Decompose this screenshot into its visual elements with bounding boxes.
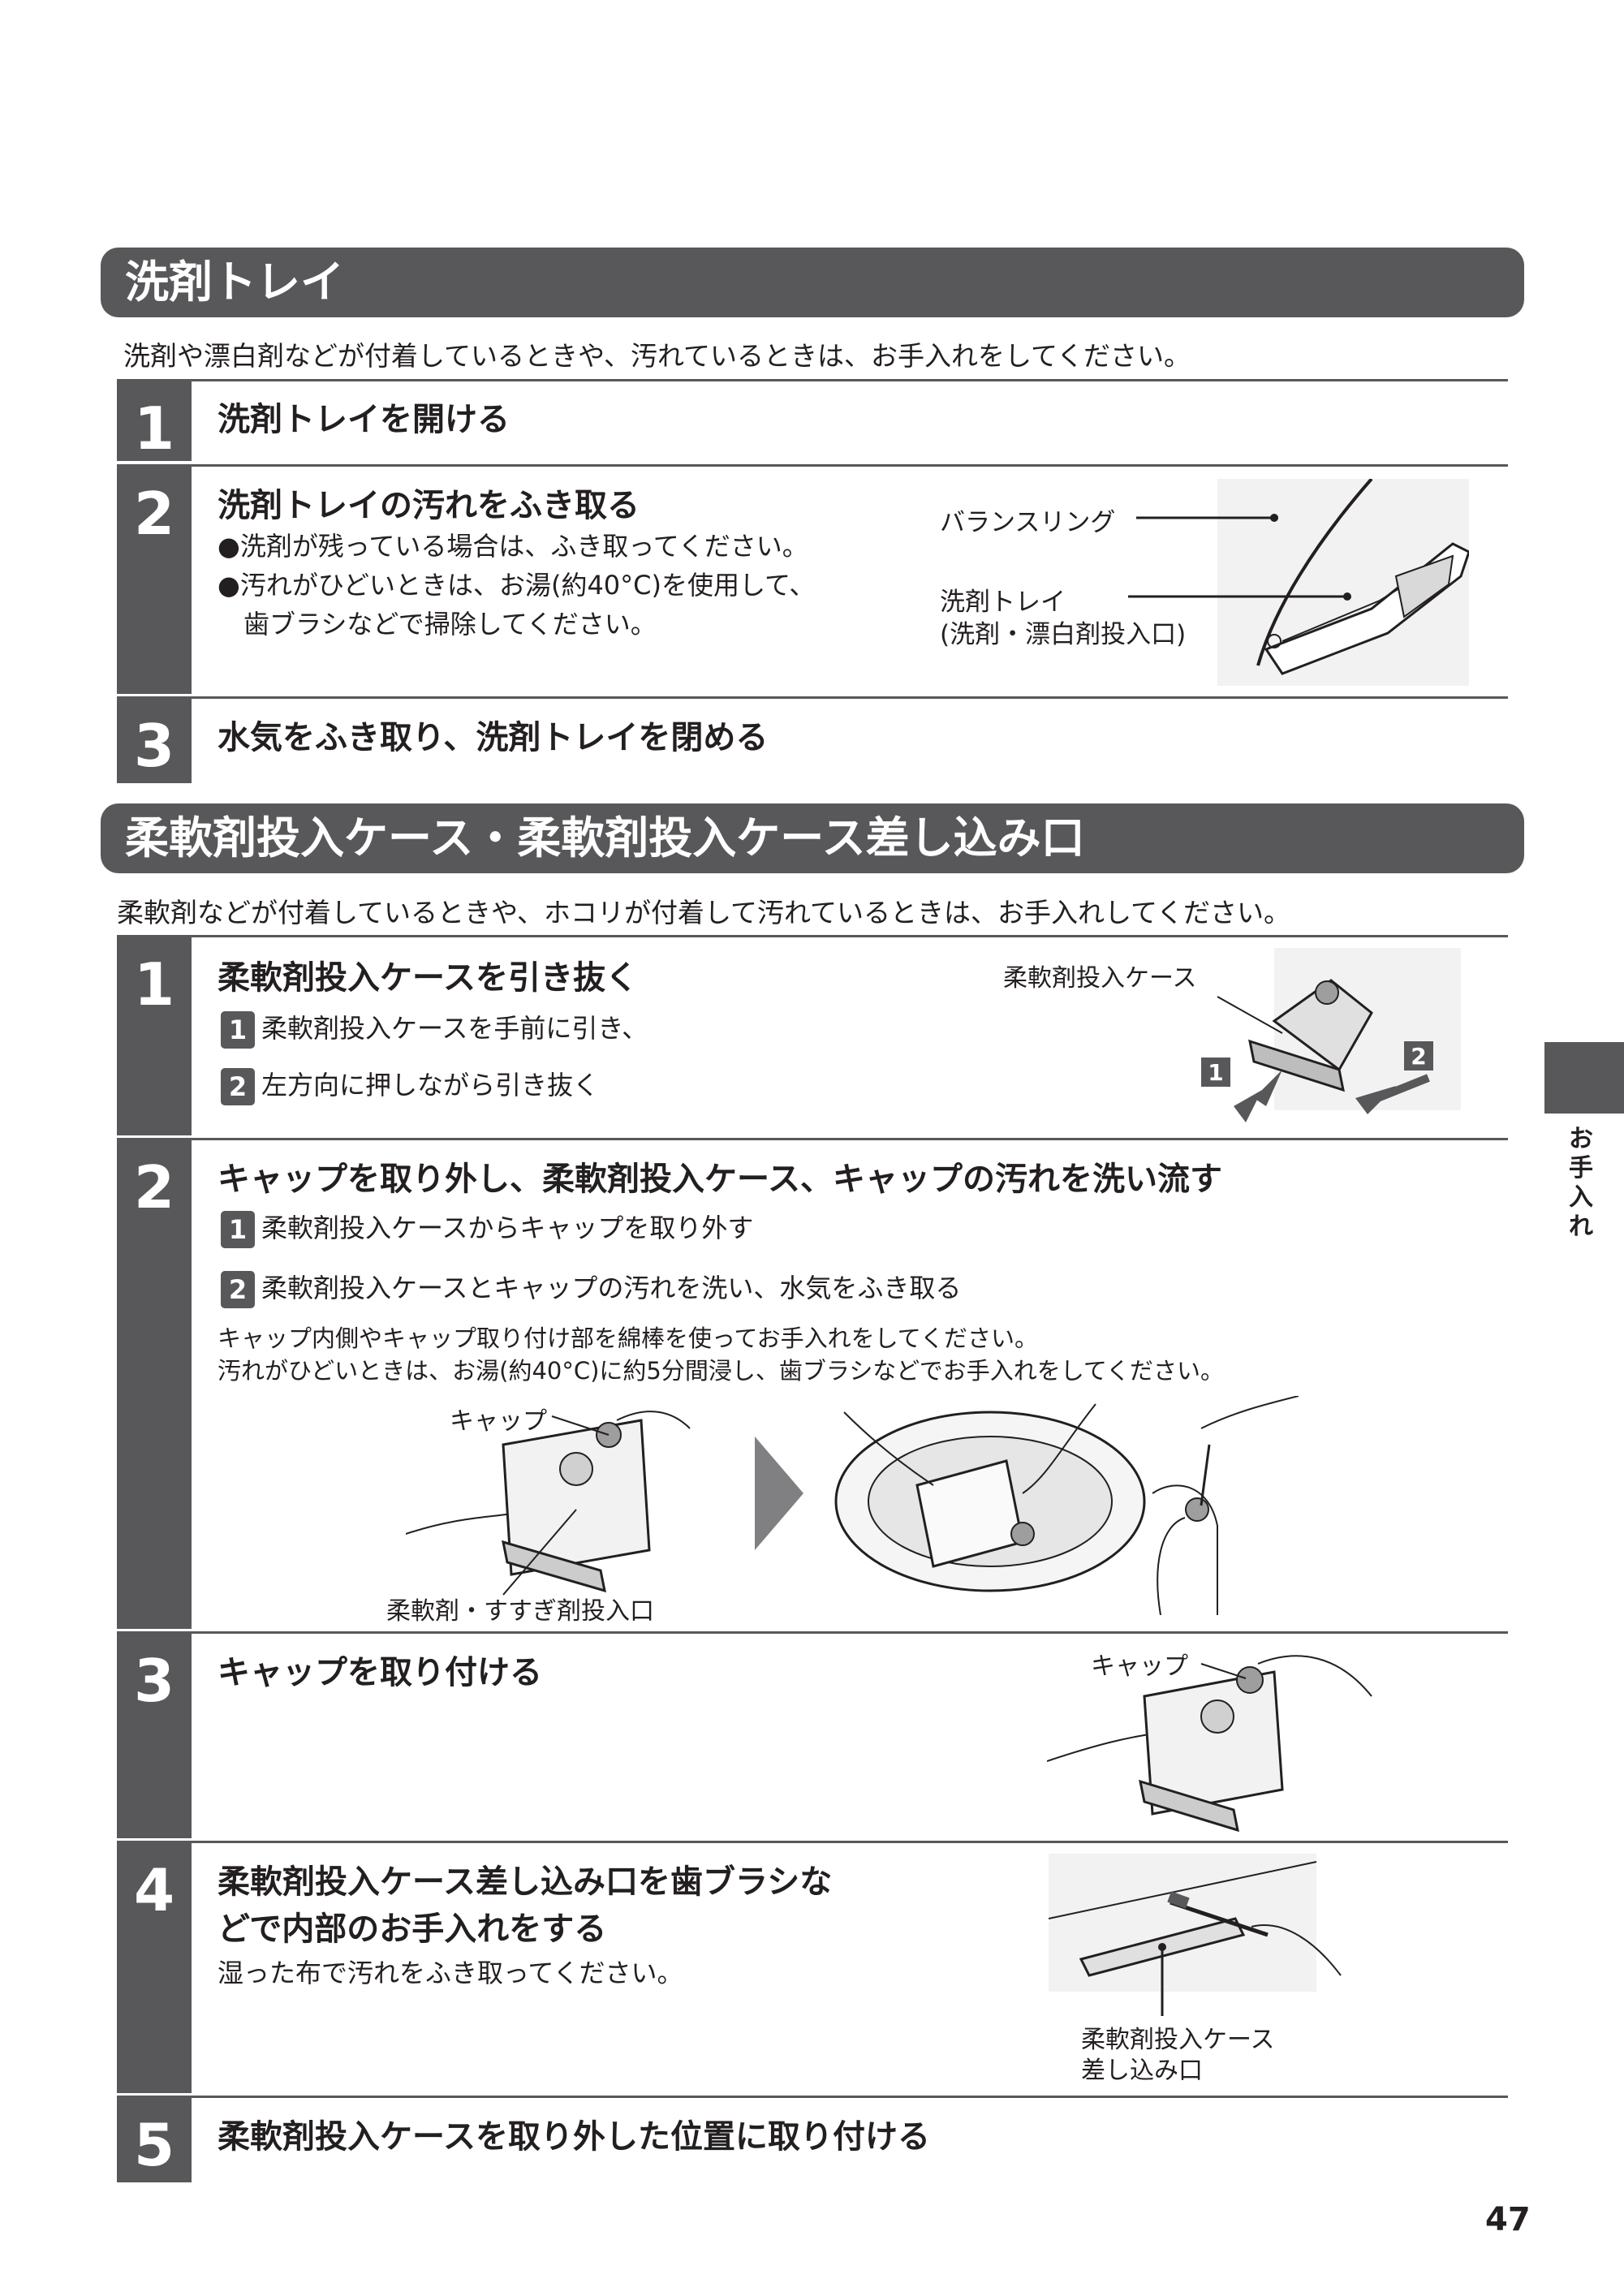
softener-case-pull-illustration: 1 2 bbox=[1201, 948, 1461, 1122]
label-tray: 洗剤トレイ bbox=[940, 588, 1066, 617]
divider bbox=[117, 1841, 1508, 1843]
step-title-cont: どで内部のお手入れをする bbox=[218, 1910, 607, 1948]
divider bbox=[117, 1631, 1508, 1634]
step-title: 柔軟剤投入ケースを引き抜く bbox=[218, 959, 638, 997]
bullet-text: 歯ブラシなどで掃除してください。 bbox=[243, 609, 657, 640]
label-tray-sub: (洗剤・漂白剤投入口) bbox=[940, 620, 1187, 649]
side-tab-label: お手入れ bbox=[1569, 1125, 1593, 1241]
step-title: 柔軟剤投入ケースを取り外した位置に取り付ける bbox=[218, 2118, 930, 2156]
note-text: キャップ内側やキャップ取り付け部を綿棒を使ってお手入れをしてください。 bbox=[218, 1325, 1038, 1352]
arrow-label-2: 2 bbox=[1411, 1043, 1426, 1070]
section-intro: 柔軟剤などが付着しているときや、ホコリが付着して汚れているときは、お手入れしてく… bbox=[117, 897, 1291, 928]
label-inlet: 柔軟剤・すすぎ剤投入口 bbox=[386, 1597, 654, 1626]
step-title: 洗剤トレイを開ける bbox=[218, 401, 510, 438]
step-number: 1 bbox=[117, 937, 192, 1135]
step-number: 3 bbox=[117, 699, 192, 783]
bullet-text: ●汚れがひどいときは、お湯(約40°C)を使用して、 bbox=[218, 570, 816, 601]
step-number: 5 bbox=[117, 2098, 192, 2182]
divider bbox=[117, 935, 1508, 937]
substep-badge: 2 bbox=[221, 1271, 255, 1308]
divider bbox=[117, 2096, 1508, 2098]
substep-text: 柔軟剤投入ケースからキャップを取り外す bbox=[261, 1213, 754, 1243]
label-cap: キャップ bbox=[1091, 1652, 1188, 1681]
note-text: 湿った布で汚れをふき取ってください。 bbox=[218, 1958, 683, 1988]
label-cap: キャップ bbox=[450, 1407, 547, 1436]
slot-brush-illustration bbox=[1049, 1854, 1342, 2016]
divider bbox=[117, 379, 1508, 381]
substep-text: 柔軟剤投入ケースとキャップの汚れを洗い、水気をふき取る bbox=[261, 1273, 962, 1303]
step-title: キャップを取り外し、柔軟剤投入ケース、キャップの汚れを洗い流す bbox=[218, 1161, 1222, 1198]
divider bbox=[117, 696, 1508, 699]
substep-badge: 1 bbox=[221, 1211, 255, 1248]
step-number: 3 bbox=[117, 1634, 192, 1838]
step-title: 水気をふき取り、洗剤トレイを閉める bbox=[218, 719, 769, 756]
section-title-detergent-tray: 洗剤トレイ bbox=[101, 248, 1524, 317]
step-number: 1 bbox=[117, 381, 192, 463]
step-number: 2 bbox=[117, 467, 192, 694]
cap-attach-illustration bbox=[1047, 1655, 1372, 1833]
section-intro: 洗剤や漂白剤などが付着しているときや、汚れているときは、お手入れをしてください。 bbox=[123, 340, 1191, 372]
note-text: 汚れがひどいときは、お湯(約40°C)に約5分間浸し、歯ブラシなどでお手入れをし… bbox=[218, 1357, 1224, 1385]
bullet-text: ●洗剤が残っている場合は、ふき取ってください。 bbox=[218, 531, 808, 562]
detergent-tray-illustration bbox=[1128, 479, 1469, 686]
step-number: 2 bbox=[117, 1140, 192, 1629]
section-title-softener-case: 柔軟剤投入ケース・柔軟剤投入ケース差し込み口 bbox=[101, 803, 1524, 873]
cleaning-illustrations bbox=[406, 1396, 1299, 1615]
step-title: キャップを取り付ける bbox=[218, 1654, 542, 1691]
label-slot: 柔軟剤投入ケース bbox=[1081, 2026, 1275, 2054]
page-number: 47 bbox=[1485, 2201, 1531, 2238]
divider bbox=[117, 1138, 1508, 1140]
divider bbox=[117, 464, 1508, 467]
label-slot-sub: 差し込み口 bbox=[1081, 2057, 1203, 2085]
label-balance-ring: バランスリング bbox=[940, 508, 1116, 537]
substep-text: 柔軟剤投入ケースを手前に引き、 bbox=[261, 1013, 648, 1044]
step-title: 柔軟剤投入ケース差し込み口を歯ブラシな bbox=[218, 1863, 833, 1901]
side-tab bbox=[1544, 1042, 1624, 1114]
step-title: 洗剤トレイの汚れをふき取る bbox=[218, 487, 640, 524]
substep-badge: 1 bbox=[221, 1011, 255, 1049]
label-softener-case: 柔軟剤投入ケース bbox=[1003, 964, 1197, 993]
substep-text: 左方向に押しながら引き抜く bbox=[261, 1070, 600, 1101]
arrow-label-1: 1 bbox=[1208, 1059, 1223, 1086]
step-number: 4 bbox=[117, 1843, 192, 2093]
substep-badge: 2 bbox=[221, 1068, 255, 1105]
